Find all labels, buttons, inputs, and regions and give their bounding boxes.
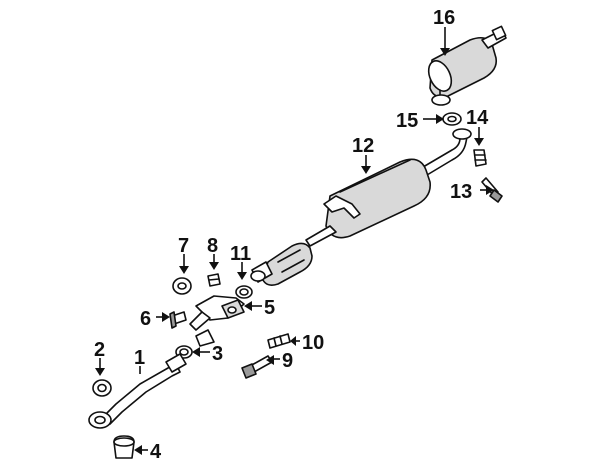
callout-14: 14 [466, 107, 489, 129]
nut-14 [473, 149, 487, 167]
callout-5: 5 [264, 297, 275, 319]
stud-10 [267, 333, 291, 349]
insulator-4 [113, 435, 135, 459]
callout-15: 15 [396, 110, 418, 132]
grommet-7 [172, 277, 192, 295]
callout-11: 11 [230, 243, 251, 265]
callout-1: 1 [134, 347, 145, 369]
callout-2: 2 [94, 339, 105, 361]
gasket-11 [235, 285, 253, 299]
nut-8 [207, 273, 221, 287]
callout-16: 16 [433, 7, 455, 29]
rear-muffler [427, 25, 507, 106]
gasket-2 [92, 379, 112, 397]
gasket-15 [442, 112, 462, 126]
callout-13: 13 [450, 181, 472, 203]
callout-9: 9 [282, 350, 293, 372]
callout-arrows [95, 27, 494, 455]
front-pipe-1 [88, 353, 187, 429]
callout-labels: 16 15 14 12 13 7 8 11 5 6 3 10 9 2 1 4 [94, 7, 489, 463]
callout-3: 3 [212, 343, 223, 365]
bolt-13 [481, 177, 503, 203]
callout-12: 12 [352, 135, 374, 157]
callout-10: 10 [302, 332, 324, 354]
callout-7: 7 [178, 235, 189, 257]
callout-6: 6 [140, 308, 151, 330]
callout-4: 4 [150, 441, 162, 463]
center-muffler-assembly [250, 128, 472, 286]
callout-8: 8 [207, 235, 218, 257]
bolt-6 [169, 311, 187, 329]
bracket-5 [189, 295, 245, 347]
